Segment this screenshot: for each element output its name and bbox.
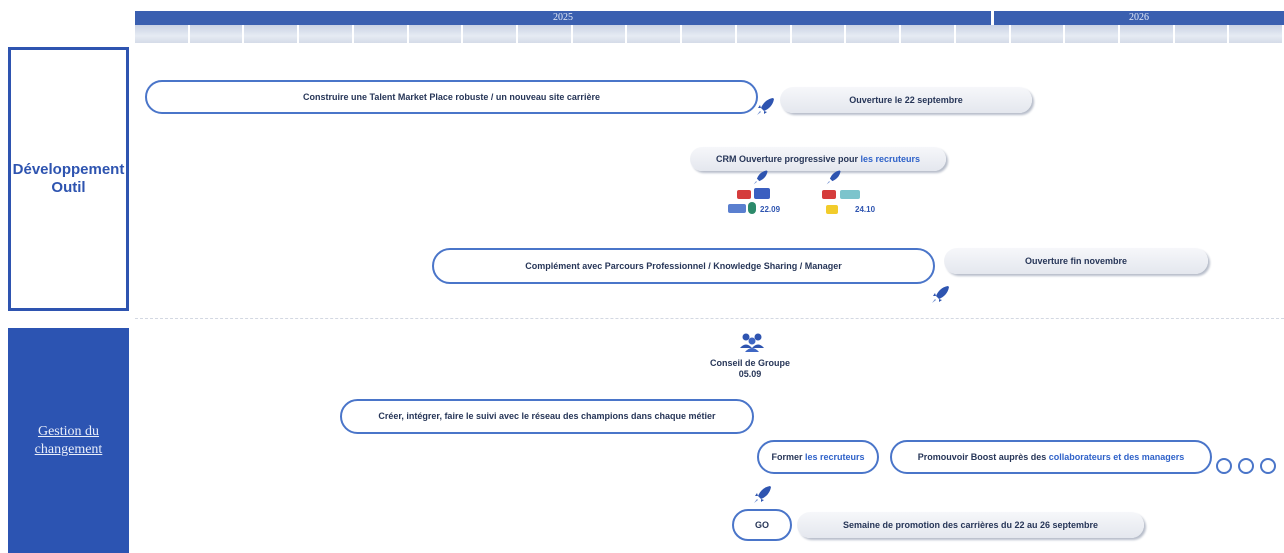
month-cell	[682, 25, 735, 43]
go-text: GO	[754, 519, 769, 530]
month-cell	[901, 25, 954, 43]
opening-september-text: Ouverture le 22 septembre	[849, 95, 963, 105]
train-recruiters-pill: Former les recruteurs	[757, 440, 879, 474]
month-cell	[463, 25, 517, 43]
rocket-icon	[753, 170, 768, 185]
crm-text-a: CRM Ouverture progressive pour	[715, 154, 861, 164]
continuation-circle-2	[1238, 458, 1254, 474]
crm-date-1: 22.09	[760, 205, 781, 214]
rocket-icon	[754, 486, 771, 503]
month-cell	[408, 25, 462, 43]
month-cell	[791, 25, 845, 43]
section-dev-line1: Développement	[12, 161, 125, 178]
brand-logo-red-2	[822, 190, 836, 199]
talent-marketplace-pill: Construire une Talent Market Place robus…	[145, 80, 758, 114]
rocket-icon	[932, 286, 949, 303]
rocket-icon	[757, 98, 774, 115]
group-council-label: Conseil de Groupe 05.09	[680, 358, 820, 380]
brand-logo-blue-small	[728, 204, 746, 213]
brand-logo-teal	[840, 190, 860, 199]
section-label-development-tool: Développement Outil	[8, 47, 129, 311]
section-chg-line1: Gestion du	[37, 423, 100, 439]
opening-november-pill: Ouverture fin novembre	[944, 248, 1208, 274]
month-cell	[736, 25, 790, 43]
brand-logo-yellow	[826, 205, 838, 214]
month-cell	[1065, 25, 1118, 43]
month-cell	[1119, 25, 1173, 43]
month-cell	[244, 25, 298, 43]
month-row	[135, 25, 1284, 45]
opening-september-pill: Ouverture le 22 septembre	[780, 87, 1032, 113]
section-chg-line2: changement	[34, 441, 103, 457]
month-cell	[189, 25, 243, 43]
continuation-circle-1	[1216, 458, 1232, 474]
month-cell	[353, 25, 407, 43]
champions-text: Créer, intégrer, faire le suivi avec le …	[378, 411, 716, 421]
career-week-pill: Semaine de promotion des carrières du 22…	[797, 512, 1144, 538]
complement-pill: Complément avec Parcours Professionnel /…	[432, 248, 935, 284]
talent-marketplace-text: Construire une Talent Market Place robus…	[303, 91, 600, 102]
month-cell	[1229, 25, 1283, 43]
section-label-change-management: Gestion du changement	[8, 328, 129, 553]
crm-date-2: 24.10	[855, 205, 876, 214]
promote-boost-pill: Promouvoir Boost auprès des collaborateu…	[890, 440, 1212, 474]
month-cell	[299, 25, 352, 43]
section-dev-line2: Outil	[51, 179, 86, 196]
month-cell	[846, 25, 900, 43]
council-line1: Conseil de Groupe	[709, 358, 790, 368]
complement-text: Complément avec Parcours Professionnel /…	[525, 260, 842, 271]
month-cell	[1010, 25, 1064, 43]
champions-network-pill: Créer, intégrer, faire le suivi avec le …	[340, 399, 754, 434]
crm-text-b: les recruteurs	[860, 154, 921, 164]
crm-progressive-pill: CRM Ouverture progressive pour les recru…	[690, 147, 946, 171]
brand-logo-red	[737, 190, 751, 199]
rocket-icon	[826, 170, 841, 185]
brand-logo-blue	[754, 188, 770, 199]
opening-november-text: Ouverture fin novembre	[1024, 256, 1128, 266]
month-cell	[627, 25, 681, 43]
month-cell	[572, 25, 626, 43]
group-people-icon	[740, 333, 764, 352]
go-pill-label: GO	[732, 509, 792, 541]
month-cell	[955, 25, 1009, 43]
promote-text-a: Promouvoir Boost auprès des	[917, 451, 1049, 462]
month-cell	[518, 25, 571, 43]
month-cell	[1174, 25, 1228, 43]
train-text-b: les recruteurs	[804, 451, 865, 462]
promote-text-b: collaborateurs et des managers	[1048, 451, 1185, 462]
train-text-a: Former	[771, 451, 805, 462]
brand-logo-green	[748, 202, 756, 214]
council-line2: 05.09	[738, 369, 762, 379]
career-week-text: Semaine de promotion des carrières du 22…	[842, 520, 1099, 530]
section-divider	[135, 318, 1284, 319]
month-cell	[135, 25, 188, 43]
year-2025-header: 2025	[135, 11, 991, 25]
year-2026-header: 2026	[994, 11, 1284, 25]
continuation-circle-3	[1260, 458, 1276, 474]
